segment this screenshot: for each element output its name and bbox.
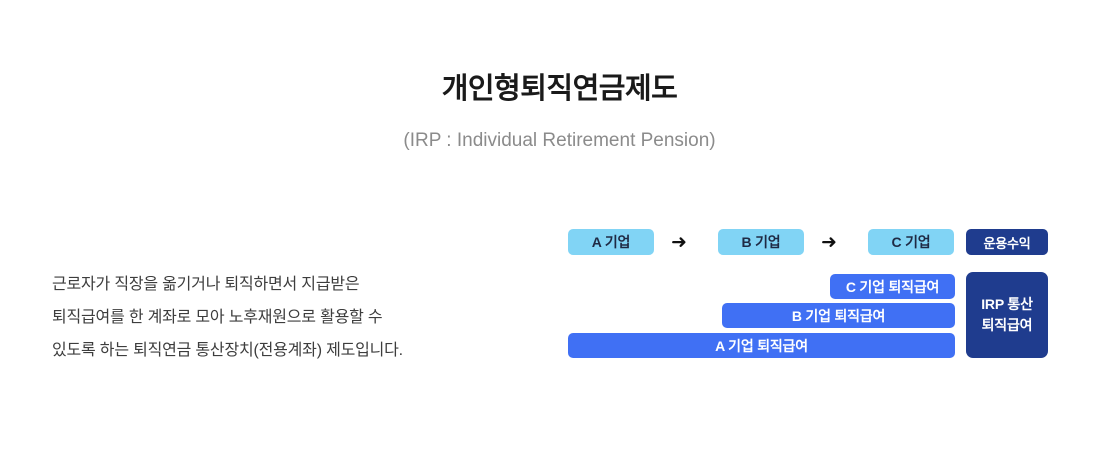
employer-chip-b: B 기업 xyxy=(718,229,804,255)
employer-chip-c: C 기업 xyxy=(868,229,954,255)
description-line: 근로자가 직장을 옮기거나 퇴직하면서 지급받은 xyxy=(52,276,360,293)
severance-bar-c: C 기업 퇴직급여 xyxy=(830,274,955,299)
employer-chip-a: A 기업 xyxy=(568,229,654,255)
irp-total-line-2: 퇴직급여 xyxy=(981,317,1033,333)
description-line: 있도록 하는 퇴직연금 통산장치(전용계좌) 제도입니다. xyxy=(52,342,403,359)
irp-total-box: IRP 통산 퇴직급여 xyxy=(966,272,1048,358)
description-text: 근로자가 직장을 옮기거나 퇴직하면서 지급받은 퇴직급여를 한 계좌로 모아 … xyxy=(52,268,472,367)
severance-bar-b: B 기업 퇴직급여 xyxy=(722,303,955,328)
page-subtitle: (IRP : Individual Retirement Pension) xyxy=(403,130,716,151)
arrow-right-icon: ➜ xyxy=(821,231,837,253)
arrow-right-icon: ➜ xyxy=(671,231,687,253)
page-title: 개인형퇴직연금제도 xyxy=(441,73,678,105)
description-line: 퇴직급여를 한 계좌로 모아 노후재원으로 활용할 수 xyxy=(52,309,383,326)
severance-bar-a: A 기업 퇴직급여 xyxy=(568,333,955,358)
irp-total-line-1: IRP 통산 xyxy=(981,296,1033,312)
investment-return-chip: 운용수익 xyxy=(966,229,1048,255)
